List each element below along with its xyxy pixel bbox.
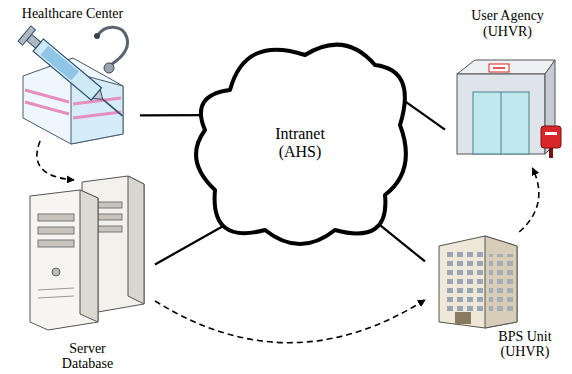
network-link [155, 225, 225, 264]
data-flow-arrow [519, 168, 539, 232]
healthcare-node: Healthcare Center [5, 6, 140, 141]
node-label: Server Database [50, 341, 125, 372]
office-building-icon [439, 236, 517, 328]
server-node: Server Database [20, 180, 155, 372]
server-icon [30, 176, 144, 330]
data-flow-arrow [155, 300, 425, 343]
network-link [140, 114, 205, 116]
node-label: BPS Unit (UHVR) [480, 329, 570, 360]
network-label: Intranet (AHS) [260, 125, 340, 161]
bps-node: BPS Unit (UHVR) [425, 232, 570, 360]
healthcare-icon [18, 26, 129, 144]
data-flow-arrow [37, 141, 74, 180]
network-link [380, 225, 425, 261]
post-office-icon [457, 60, 561, 158]
node-label: Healthcare Center [22, 6, 123, 22]
node-label: User Agency (UHVR) [460, 8, 555, 39]
cloud-node: Intranet (AHS) [185, 30, 415, 255]
agency-node: User Agency (UHVR) [445, 8, 570, 168]
network-link [403, 100, 445, 130]
